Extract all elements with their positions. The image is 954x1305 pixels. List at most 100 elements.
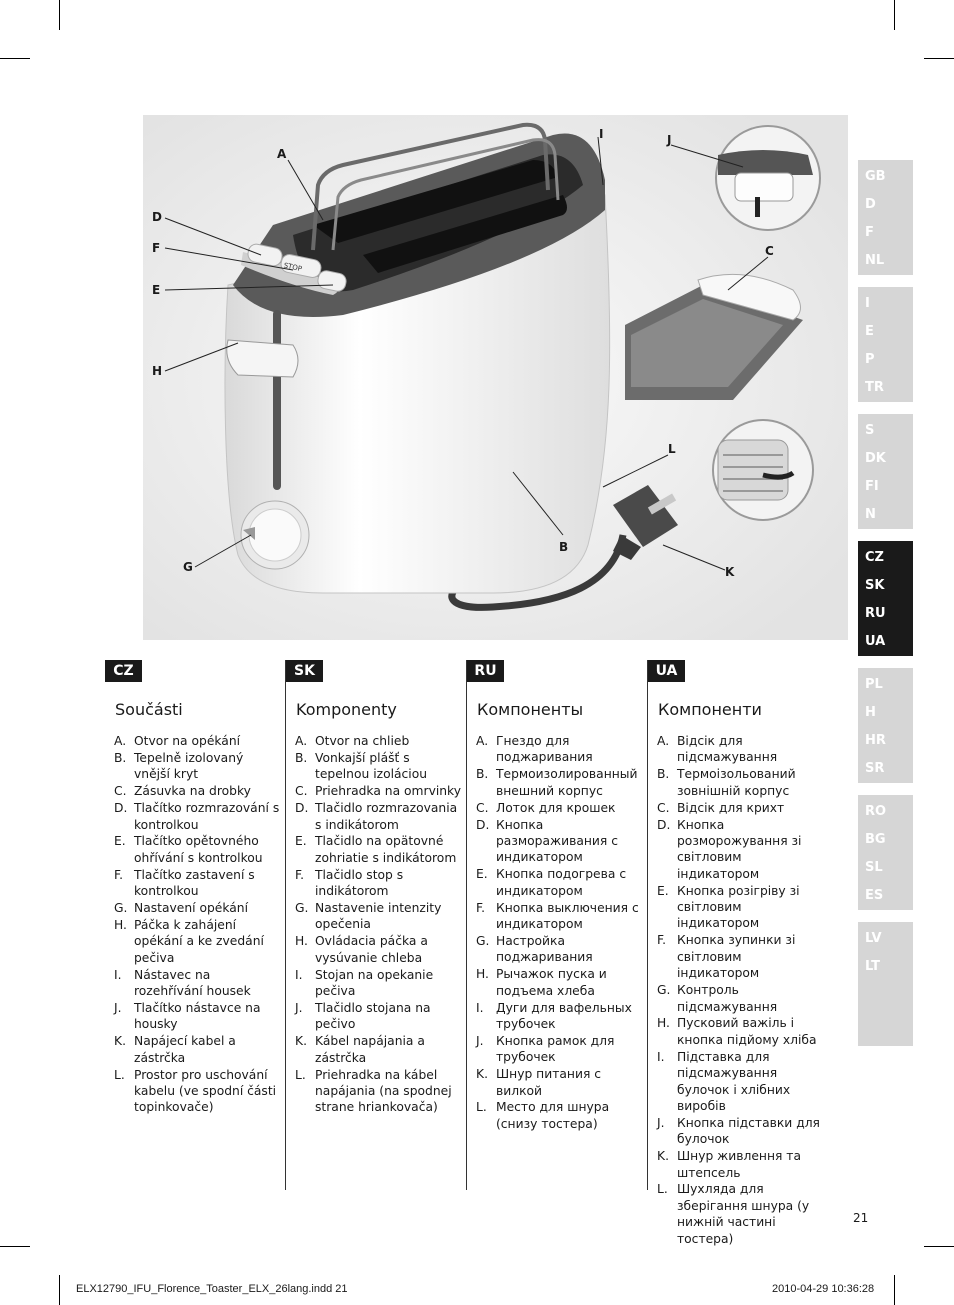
language-badge: SK — [286, 660, 323, 682]
section-title: Компоненти — [658, 700, 762, 719]
item-text: Stojan na opekanie pečiva — [315, 967, 434, 999]
item-text: Páčka k zahájení opékání a ke zvedání pe… — [134, 917, 264, 965]
item-text: Термоізольований зовнішній корпус — [677, 767, 796, 798]
language-tabs: GB D F NL I E P TR S DK FI N CZ SK RU UA… — [858, 160, 913, 1058]
callout-d: D — [152, 210, 162, 224]
list-item: I.Підставка для підсмажування булочок і … — [648, 1049, 829, 1115]
item-letter: G. — [476, 933, 490, 948]
list-item: L.Шухляда для зберігання шнура (у нижній… — [648, 1181, 829, 1247]
item-text: Napájecí kabel a zástrčka — [134, 1034, 236, 1065]
list-item: A. Otvor na chlieb — [286, 733, 467, 749]
item-text: Tlačidlo stop s indikátorom — [315, 867, 404, 899]
language-code: D — [865, 197, 876, 212]
item-letter: E. — [295, 834, 307, 849]
item-letter: F. — [657, 933, 667, 948]
item-letter: D. — [657, 817, 671, 832]
item-text: Рычажок пуска и подъема хлеба — [496, 967, 607, 998]
language-code: S — [865, 423, 875, 438]
item-text: Ovládacia páčka a vysúvanie chleba — [315, 934, 428, 965]
callout-a: A — [277, 147, 287, 161]
item-text: Zásuvka na drobky — [134, 784, 251, 799]
language-tab-group[interactable]: RO BG SL ES — [858, 795, 913, 910]
language-code: I — [865, 296, 870, 311]
language-code: RU — [865, 606, 886, 621]
language-badge: UA — [648, 660, 685, 682]
plug-icon — [613, 485, 678, 560]
item-letter: G. — [657, 983, 671, 998]
list-item: F.Tlačidlo stop s indikátorom — [286, 867, 467, 900]
language-tab-group[interactable]: LV LT — [858, 922, 913, 1046]
language-code: RO — [865, 804, 887, 819]
item-letter: H. — [657, 1016, 670, 1031]
language-tab-group[interactable]: S DK FI N — [858, 414, 913, 529]
item-letter: H. — [114, 917, 127, 932]
page-number: 21 — [853, 1211, 869, 1225]
list-item: K.Шнур живлення та штепсель — [648, 1148, 829, 1181]
footer-file-info: ELX12790_IFU_Florence_Toaster_ELX_26lang… — [76, 1283, 348, 1295]
item-text: Кнопка рамок для трубочек — [496, 1033, 615, 1065]
item-letter: H. — [476, 967, 489, 982]
item-letter: G. — [114, 901, 128, 916]
column-divider — [647, 660, 648, 1190]
language-code: UA — [865, 634, 886, 649]
list-item: J.Tlačidlo stojana na pečivo — [286, 1000, 467, 1033]
item-text: Nástavec na rozehřívání housek — [134, 967, 251, 999]
item-text: Nastavení opékání — [134, 901, 249, 916]
language-code: SR — [865, 761, 885, 776]
item-text: Kábel napájania a zástrčka — [315, 1034, 425, 1065]
language-badge: RU — [467, 660, 504, 682]
language-code: LV — [865, 931, 882, 946]
language-badge: CZ — [105, 660, 142, 682]
item-letter: D. — [114, 801, 128, 816]
item-text: Кнопка розігріву зі світловим індикаторо… — [677, 883, 800, 931]
item-text: Otvor na chlieb — [315, 734, 410, 748]
item-text: Кнопка зупинки зі світловим індикатором — [677, 933, 796, 981]
item-letter: B. — [114, 750, 127, 765]
language-code: HR — [865, 733, 886, 748]
item-text: Tlačidlo stojana na pečivo — [315, 1001, 431, 1032]
item-letter: D. — [295, 801, 309, 816]
stop-label: STOP — [283, 261, 303, 273]
language-tab-group[interactable]: PL H HR SR — [858, 668, 913, 783]
list-item: D.Tlačidlo rozmrazovania s indikátorom — [286, 800, 467, 833]
item-letter: A. — [114, 734, 127, 748]
callout-h: H — [152, 364, 163, 378]
item-letter: D. — [476, 817, 490, 832]
language-tab-group-active[interactable]: CZ SK RU UA — [858, 541, 913, 656]
list-item: I.Дуги для вафельных трубочек — [467, 1000, 648, 1033]
list-item: J.Кнопка рамок для трубочек — [467, 1033, 648, 1066]
language-tab-group[interactable]: GB D F NL — [858, 160, 913, 275]
item-letter: C. — [657, 800, 670, 815]
item-text: Tlačítko nástavce na housky — [134, 1001, 261, 1032]
item-text: Nastavenie intenzity opečenia — [315, 901, 442, 932]
section-title: Komponenty — [296, 700, 397, 719]
item-text: Лоток для крошек — [496, 800, 616, 815]
language-code: CZ — [865, 550, 884, 565]
item-text: Термоизолированный внешний корпус — [496, 767, 638, 798]
item-text: Підставка для підсмажування булочок і хл… — [677, 1049, 791, 1113]
item-letter: J. — [657, 1115, 665, 1130]
list-item: C.Відсік для крихт — [648, 800, 829, 816]
language-code: E — [865, 324, 874, 339]
item-letter: L. — [295, 1067, 306, 1082]
item-text: Tepelně izolovaný vnější kryt — [134, 750, 244, 782]
item-letter: J. — [114, 1001, 122, 1015]
inset-rack-button — [715, 125, 821, 231]
item-text: Priehradka na kábel napájania (na spodne… — [315, 1067, 452, 1115]
callout-l: L — [668, 442, 676, 456]
language-code: P — [865, 352, 875, 367]
item-letter: C. — [295, 784, 308, 799]
crop-mark — [924, 58, 954, 59]
language-tab-group[interactable]: I E P TR — [858, 287, 913, 402]
item-text: Шнур питания с вилкой — [496, 1067, 602, 1098]
item-letter: A. — [295, 734, 308, 748]
item-text: Tlačidlo na opätovné zohriatie s indikát… — [315, 834, 457, 865]
item-text: Prostor pro uschování kabelu (ve spodní … — [134, 1067, 277, 1115]
list-item: L. Priehradka na kábel napájania (na spod… — [286, 1067, 467, 1116]
item-letter: C. — [114, 784, 127, 799]
item-text: Пусковий важіль і кнопка підйому хліба — [677, 1016, 817, 1047]
item-text: Відсік для підсмажування — [677, 734, 778, 765]
